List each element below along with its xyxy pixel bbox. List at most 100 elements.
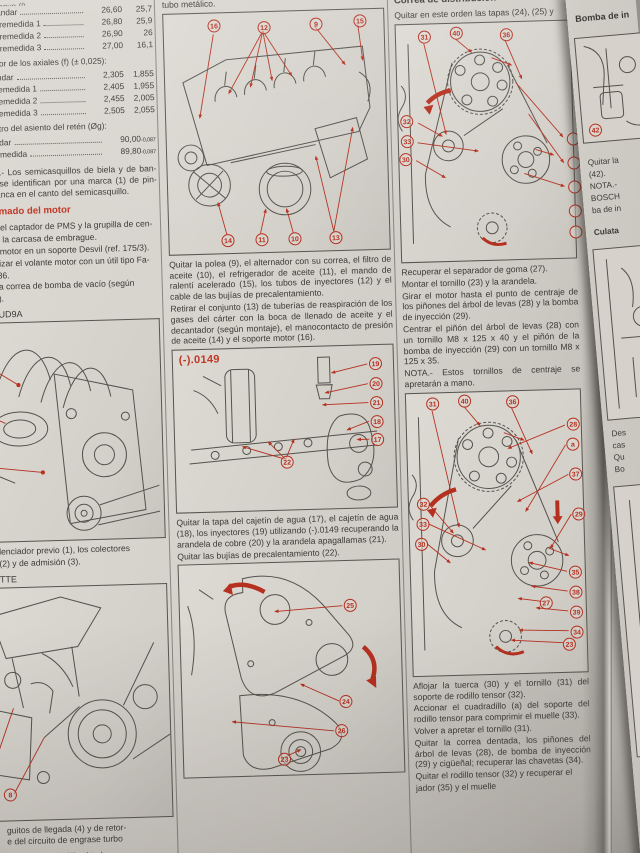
figure-caption: or de admisión (6), el turbo bbox=[8, 848, 176, 853]
spec-label: tándar bbox=[0, 137, 12, 148]
dotted-leader bbox=[20, 4, 84, 15]
middle-column: tubo metálico. bbox=[162, 0, 406, 779]
next-page-text: Qu bbox=[613, 452, 625, 463]
dotted-leader bbox=[43, 28, 84, 39]
callout-badge: 13 bbox=[329, 230, 343, 245]
engine-model-label: XUD9A bbox=[0, 308, 23, 320]
callout-badge: 31 bbox=[425, 397, 440, 411]
next-page-text: Quitar la bbox=[587, 155, 620, 168]
dotted-leader bbox=[40, 93, 86, 104]
spec-value: 26 bbox=[143, 27, 153, 38]
next-page-text: ba de in bbox=[591, 203, 622, 216]
spec-value: 1,855 bbox=[132, 68, 154, 79]
callout-badge: 38 bbox=[569, 585, 583, 599]
figure-intake-engine bbox=[0, 318, 166, 544]
callout-badge: 12 bbox=[257, 20, 271, 35]
callout-badge: 30 bbox=[414, 537, 429, 551]
next-page-figure bbox=[592, 243, 640, 421]
dotted-leader bbox=[40, 105, 86, 116]
callout-badge: 9 bbox=[309, 17, 323, 31]
spec-label: stándar bbox=[0, 72, 14, 83]
next-page-text: (42). bbox=[588, 168, 607, 180]
next-page-text: Des bbox=[611, 428, 627, 439]
dotted-leader bbox=[16, 69, 85, 80]
callout-badge: 33 bbox=[416, 517, 430, 531]
spec-label: obremedida 3 bbox=[0, 107, 38, 119]
next-page-text: Bo bbox=[614, 464, 626, 475]
spec-value: 25,7 bbox=[135, 3, 153, 14]
callout-badge: 32 bbox=[416, 497, 431, 511]
dotted-leader bbox=[39, 81, 86, 92]
engine-model-label: TTE bbox=[0, 573, 18, 585]
next-page-heading: Bomba de in bbox=[574, 9, 630, 24]
spec-label: Estándar bbox=[0, 6, 18, 18]
next-page-figure: 42 bbox=[573, 31, 640, 144]
callout-badge: 36 bbox=[505, 394, 520, 409]
figure-timing-covers: 25 24 26 23 bbox=[177, 558, 406, 779]
callout-badge: 14 bbox=[221, 233, 235, 248]
next-page-text: cas bbox=[612, 440, 626, 451]
paragraph-fragment: Quitar en este orden las tapas (24), (25… bbox=[394, 5, 554, 21]
spec-value: 25,9 bbox=[136, 15, 153, 26]
figure-engine-front: 16 12 9 15 14 11 10 13 bbox=[162, 7, 391, 256]
instruction-sentence: Quitar la correa dentada, los piñones de… bbox=[414, 732, 591, 770]
instruction-paragraph: Retirar el conjunto (13) de tuberías de … bbox=[170, 297, 394, 347]
spec-value: 89,80 bbox=[120, 145, 142, 157]
instruction-paragraph: Quitar la polea (9), el alternador con s… bbox=[169, 253, 392, 302]
callout-badge: 35 bbox=[568, 565, 583, 579]
spec-value: 26,90 bbox=[101, 28, 123, 39]
callout-badge: 15 bbox=[353, 14, 367, 28]
spec-value: 26,80 bbox=[101, 16, 123, 27]
spec-value: 16,1 bbox=[136, 39, 154, 50]
callout-badge: 8 bbox=[3, 787, 18, 802]
engine-line-art bbox=[397, 38, 566, 246]
spec-value: 2,005 bbox=[133, 92, 155, 103]
callout-badge: 28 bbox=[566, 417, 580, 431]
callout-badge: 40 bbox=[457, 394, 472, 408]
right-column: Correa de distribución Quitar en este or… bbox=[394, 0, 592, 795]
spec-value: 90,00 bbox=[120, 133, 142, 145]
engine-line-art bbox=[605, 259, 640, 409]
figure-injectors: (-).0149 19 20 21 18 17 22 bbox=[171, 343, 399, 514]
callout-badge bbox=[569, 225, 583, 239]
instruction-paragraph: Quitar la tapa del cajetín de agua (17),… bbox=[176, 511, 399, 550]
engine-line-art bbox=[0, 596, 171, 795]
engine-line-art bbox=[408, 405, 572, 656]
dotted-leader bbox=[43, 16, 84, 27]
spec-value: 2,305 bbox=[102, 69, 124, 80]
engine-line-art bbox=[583, 45, 640, 126]
figure-timing-belt-b: 31 40 36 28 a 37 29 32 33 30 35 38 27 39… bbox=[404, 388, 589, 677]
spec-value: 2,505 bbox=[103, 104, 125, 116]
spec-value: 2,455 bbox=[103, 92, 125, 104]
spec-value: 1,955 bbox=[133, 80, 155, 91]
callout-badge: a bbox=[566, 437, 580, 451]
callout-badge: 11 bbox=[255, 232, 269, 247]
instruction-sentence: NOTA.- Estos tornillos de centraje se ap… bbox=[404, 363, 581, 390]
nota-paragraph: TA.- Los semicasquillos de biela y de ba… bbox=[0, 163, 157, 200]
tool-ref-label: (-).0149 bbox=[178, 353, 220, 367]
dotted-leader bbox=[14, 133, 103, 146]
callout-badge: 16 bbox=[207, 19, 221, 33]
instruction-sentence: Girar el motor hasta el punto de centraj… bbox=[401, 285, 579, 323]
spec-value: 2,055 bbox=[133, 104, 155, 115]
spec-label: bremedida bbox=[0, 148, 28, 160]
callout-badge bbox=[568, 204, 582, 218]
engine-line-art bbox=[177, 24, 371, 235]
engine-line-art bbox=[187, 576, 377, 773]
callout-badge: 23 bbox=[562, 637, 577, 651]
spec-value: 27,00 bbox=[102, 40, 124, 51]
spec-label: Sobremedida 3 bbox=[0, 42, 42, 54]
engine-line-art bbox=[189, 356, 378, 501]
section-heading-desarmado: armado del motor bbox=[0, 204, 71, 219]
callout-badge bbox=[567, 180, 582, 194]
spec-value: 2,405 bbox=[103, 80, 125, 92]
callout-badge: 27 bbox=[539, 595, 553, 610]
figure-timing-belt-a: 31 40 36 32 33 30 bbox=[394, 19, 583, 264]
dotted-leader bbox=[30, 145, 103, 157]
instruction-sentence: Centrar el piñón del árbol de levas (28)… bbox=[402, 319, 580, 367]
tolerance-value: -0,087 bbox=[141, 149, 157, 156]
callout-badge: 37 bbox=[568, 467, 583, 481]
